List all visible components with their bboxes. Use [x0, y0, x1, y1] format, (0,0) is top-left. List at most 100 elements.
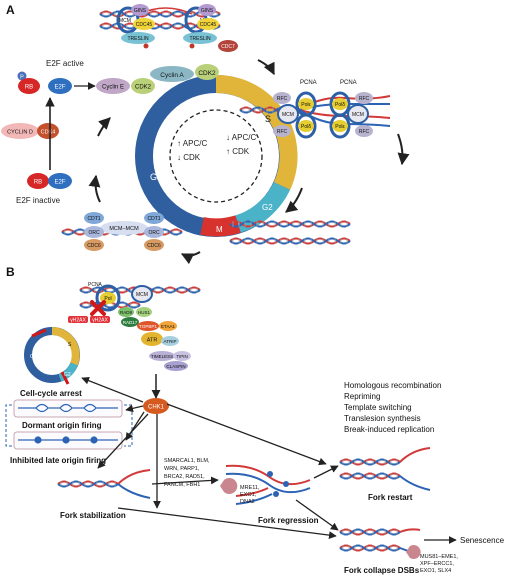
mini-cell-cycle: S G2 G1: [24, 327, 80, 385]
gins-left-label: GINS: [134, 8, 147, 14]
mcm-left: [277, 104, 299, 124]
timeless-label: TIMELESS: [151, 354, 173, 359]
restart-mech-5: Break-induced replication: [344, 425, 434, 434]
fork-regression-label: Fork regression: [258, 516, 319, 525]
e2f-label-inactive: E2F: [54, 180, 65, 186]
fork-stabilization-dna: [57, 469, 151, 499]
pcna-label-left: PCNA: [300, 80, 317, 86]
fork-restart-label: Fork restart: [368, 493, 413, 502]
cdk2-node-e: [131, 78, 155, 94]
stabilizer-line-1: SMARCAL1, BLM,: [164, 458, 210, 464]
phase-g1-label: G1: [150, 172, 162, 182]
treslin-left: [121, 32, 155, 44]
topbp1-label: TOPBP1: [139, 324, 157, 329]
dormant-origin-bubbles: [18, 403, 118, 413]
nuclease-line-3: EXO1, SLX4: [420, 568, 451, 574]
pol-epsilon-right-label: Polε: [335, 124, 345, 130]
gins-right-label: GINS: [201, 8, 214, 14]
cdc45-left: [133, 18, 155, 30]
apc-down-label: ↓ APC/C: [226, 133, 256, 142]
stabilizer-list: SMARCAL1, BLM, WRN, PARP1, BRCA2, RAD51,…: [164, 458, 210, 488]
rfc-left-top: [273, 92, 291, 104]
pol-delta-top-label: Polδ: [335, 102, 345, 108]
gins-left: [131, 4, 149, 16]
late-origin-bubbles: [18, 436, 118, 444]
replisome-complex: PCNA PCNA RFC RFC RFC RFC MCM MCM Polε P…: [239, 80, 391, 139]
panel-b-letter: B: [6, 265, 15, 279]
orc-left: [84, 226, 104, 238]
timeless-node: [149, 351, 175, 361]
cdc6-left: [84, 239, 104, 251]
fork-collapse-dna: [339, 528, 421, 560]
pol-delta-left-label: Polδ: [301, 124, 311, 130]
mcm-b-node: [131, 285, 153, 303]
pcna-label-right: PCNA: [340, 80, 357, 86]
treslin-right: [183, 32, 217, 44]
chk1-node: [143, 398, 169, 414]
cdc6-left-label: CDC6: [87, 243, 101, 249]
etaa1-node: [159, 321, 177, 331]
rad17-node: [121, 317, 139, 327]
e2f-node-active: [48, 78, 72, 94]
cdc7-node: [218, 40, 238, 52]
cdt1-right-label: CDT1: [147, 216, 160, 222]
pre-replication-complex: CDT1 CDT1 MCM–MCM ORC ORC CDC6 CDC6: [61, 212, 183, 251]
cdk2-label-e: CDK2: [135, 85, 152, 91]
dna2-label: DNA2: [240, 499, 255, 505]
mcm-mcm-label: MCM–MCM: [109, 226, 139, 232]
atr-label: ATR: [147, 338, 158, 344]
restart-mech-1: Homologous recombination: [344, 381, 441, 390]
cdc7-label: CDC7: [221, 44, 235, 50]
restart-mech-3: Template switching: [344, 403, 412, 412]
origin-firing-complex: GINS GINS MCM MCM CDC45 CDC45 TRESLIN TR…: [99, 4, 238, 52]
mcm-right: [347, 104, 369, 124]
e2f-inactive-label: E2F inactive: [16, 196, 61, 205]
dna-lesion-mark: [90, 300, 106, 316]
mre11-label: MRE11,: [240, 485, 260, 491]
rfc-right-top: [355, 92, 373, 104]
chk1-label: CHK1: [148, 405, 165, 411]
cdc45-right: [197, 18, 219, 30]
orc-right-label: ORC: [148, 230, 160, 236]
restart-mech-4: Translesion synthesis: [344, 414, 421, 423]
pcna-b-label: PCNA: [88, 282, 103, 288]
cdc6-right: [144, 239, 164, 251]
panel-a-letter: A: [6, 3, 15, 17]
atrip-label: ATRIP: [164, 339, 177, 344]
cdt1-left-label: CDT1: [87, 216, 100, 222]
pol-label: Pol: [104, 296, 111, 302]
cdk2-node-a: [195, 64, 219, 80]
cyclin-d-node: [1, 123, 39, 139]
atrip-node: [161, 336, 179, 346]
pol-epsilon-node: [298, 98, 314, 110]
cdk4-label: CDK4: [41, 130, 56, 136]
nuclease-line-1: MUS81–EME1,: [420, 554, 458, 560]
pol-delta-node-top: [332, 98, 348, 110]
rb-node-active: [18, 78, 40, 94]
tipin-node: [173, 351, 191, 361]
cycle-flow-arrows: [88, 59, 410, 265]
etaa1-label: ETAA1: [161, 324, 175, 329]
cdt1-right: [144, 212, 164, 224]
cdt1-left: [84, 212, 104, 224]
phospho-p-label: P: [20, 75, 24, 81]
cdc45-left-label: CDC45: [136, 22, 153, 28]
rad9-node: [118, 307, 134, 317]
mcm-left-label: MCM: [119, 18, 131, 24]
cyclin-d-label: CYCLIN D: [7, 130, 33, 136]
chk1-arrows: [81, 376, 327, 509]
cyclin-e-node: [96, 78, 130, 94]
e2f-node-inactive: [48, 173, 72, 189]
topbp1-node: [137, 321, 159, 331]
e2f-label-active: E2F: [54, 85, 65, 91]
h2ax-1-label: γH2AX: [70, 318, 86, 324]
treslin-right-label: TRESLIN: [189, 36, 211, 42]
mini-s-label: S: [68, 342, 72, 348]
rfc-right-bottom-label: RFC: [359, 129, 370, 135]
cdc6-right-label: CDC6: [147, 243, 161, 249]
rfc-left-bottom-label: RFC: [277, 129, 288, 135]
rfc-right-bottom: [355, 125, 373, 137]
rad17-label: RAD17: [123, 320, 138, 325]
rfc-right-top-label: RFC: [359, 96, 370, 102]
